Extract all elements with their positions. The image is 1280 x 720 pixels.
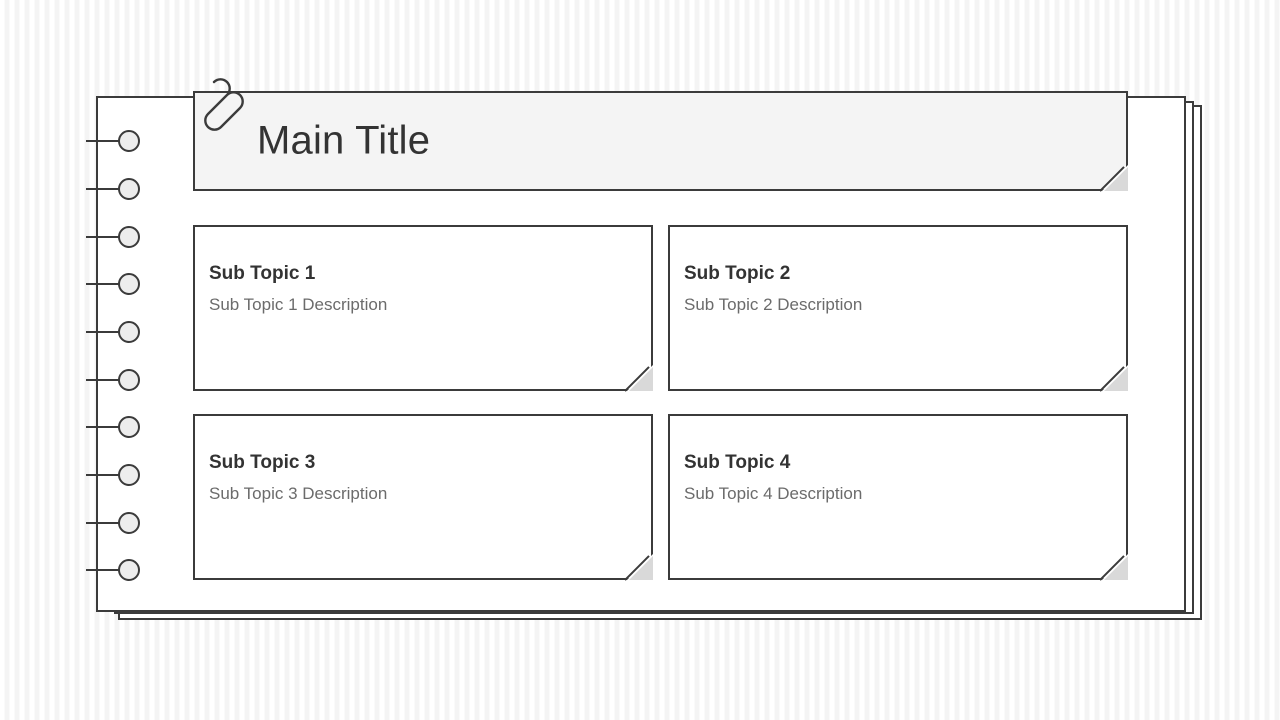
sub-topic-grid: Sub Topic 1 Sub Topic 1 Description Sub … — [193, 225, 1128, 581]
sub-topic-card-4[interactable]: Sub Topic 4 Sub Topic 4 Description — [668, 414, 1128, 581]
fold-triangle — [629, 367, 653, 391]
folded-corner-icon — [624, 365, 653, 392]
page-title: Main Title — [257, 118, 431, 163]
sub-topic-description: Sub Topic 3 Description — [209, 484, 388, 503]
folded-corner-icon — [1099, 365, 1128, 392]
sub-topic-title: Sub Topic 4 — [684, 452, 791, 473]
sub-topic-card-1[interactable]: Sub Topic 1 Sub Topic 1 Description — [193, 225, 653, 392]
sub-topic-title: Sub Topic 2 — [684, 263, 791, 284]
paperclip-icon — [204, 78, 244, 131]
folded-corner-icon — [1099, 165, 1128, 192]
folded-corner-icon — [1099, 554, 1128, 581]
sub-topic-title: Sub Topic 1 — [209, 263, 316, 284]
sub-topic-description: Sub Topic 2 Description — [684, 295, 863, 314]
main-title-card[interactable]: Main Title — [193, 91, 1128, 192]
fold-triangle — [629, 556, 653, 580]
sub-topic-card-2[interactable]: Sub Topic 2 Sub Topic 2 Description — [668, 225, 1128, 392]
sub-topic-title: Sub Topic 3 — [209, 452, 316, 473]
fold-triangle — [1104, 167, 1128, 191]
folded-corner-icon — [624, 554, 653, 581]
sub-topic-description: Sub Topic 1 Description — [209, 295, 388, 314]
fold-triangle — [1104, 367, 1128, 391]
sub-topic-card-3[interactable]: Sub Topic 3 Sub Topic 3 Description — [193, 414, 653, 581]
sub-topic-description: Sub Topic 4 Description — [684, 484, 863, 503]
fold-triangle — [1104, 556, 1128, 580]
